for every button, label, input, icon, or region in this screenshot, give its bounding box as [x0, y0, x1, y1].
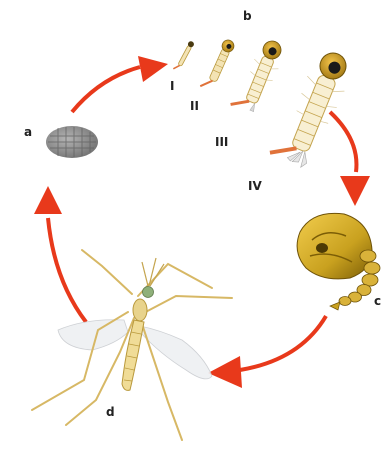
arrow-adult-to-eggs — [48, 218, 86, 322]
larva-instar-2 — [200, 37, 236, 92]
label-instar-4: IV — [248, 179, 262, 193]
arrowhead-eggs-to-larvae — [138, 56, 168, 82]
label-pupa: c — [374, 294, 381, 308]
arrowhead-pupa-to-adult — [208, 356, 242, 388]
label-larvae: b — [243, 9, 252, 23]
arrow-larvae-to-pupa — [330, 112, 356, 172]
egg-raft — [46, 126, 98, 158]
pupa — [297, 213, 380, 310]
label-instar-2: II — [190, 99, 199, 113]
arrow-eggs-to-larvae — [72, 67, 140, 112]
arrowhead-larvae-to-pupa — [340, 176, 370, 206]
label-adult: d — [106, 405, 115, 419]
larva-instar-4 — [269, 44, 356, 172]
label-instar-3: III — [215, 135, 228, 149]
larva-instar-3 — [231, 35, 288, 116]
arrowhead-adult-to-eggs — [34, 186, 62, 214]
label-eggs: a — [24, 125, 32, 139]
label-instar-1: I — [170, 79, 174, 93]
arrow-pupa-to-adult — [240, 316, 326, 370]
larva-instar-1 — [173, 40, 195, 72]
